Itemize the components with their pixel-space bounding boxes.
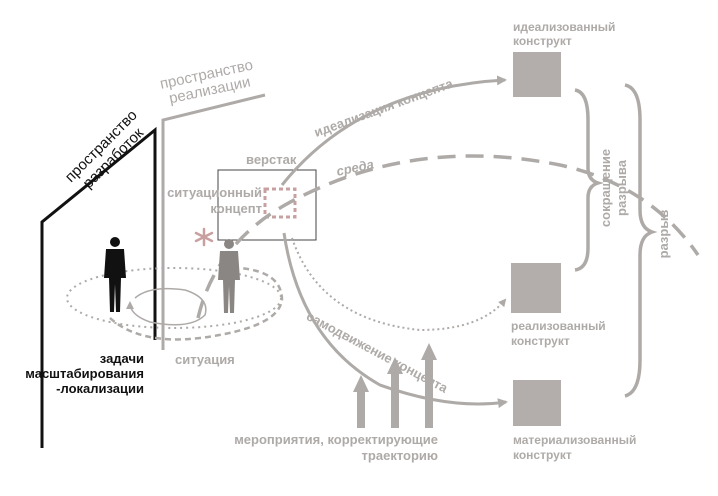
ideal-construct-label-1: идеализованный	[513, 20, 615, 34]
tasks-label-3: -локализации	[56, 381, 144, 396]
person-figure-icon	[104, 237, 126, 312]
idealization-arrow	[280, 75, 507, 186]
situational-concept-label-1: ситуационный	[167, 185, 262, 200]
measures-label-2: траекторию	[362, 448, 438, 463]
gap-reduction-brace	[574, 88, 605, 272]
tasks-label-2: масштабирования	[25, 366, 144, 381]
material-construct-label-2: конструкт	[513, 448, 572, 462]
realized-construct-box	[511, 263, 561, 313]
situational-concept-label-2: концепт	[210, 201, 262, 216]
realized-construct-label-1: реализованный	[511, 319, 606, 333]
person-figure-gray-icon	[218, 239, 240, 313]
asterisk-icon	[194, 227, 214, 247]
situation-label: ситуация	[175, 352, 235, 367]
self-motion-arrow	[282, 232, 508, 409]
situation-inner-loop	[126, 287, 207, 326]
impl-space-frame	[161, 93, 266, 350]
situation-dashed-ellipse	[109, 266, 284, 341]
ideal-construct-label-2: конструкт	[513, 34, 572, 48]
realized-construct-label-2: конструкт	[511, 334, 570, 348]
material-construct-label-1: материализованный	[513, 433, 636, 447]
environment-label: среда	[335, 156, 375, 179]
workbench-label: верстак	[246, 152, 297, 167]
realization-dotted-arrow	[291, 237, 507, 332]
dev-space-frame	[40, 126, 157, 448]
tasks-label-1: задачи	[100, 351, 144, 366]
measures-label-1: мероприятия, корректирующие	[234, 432, 438, 447]
gap-reduction-label-2: разрыва	[614, 159, 629, 216]
situation-dotted-ellipse	[66, 267, 282, 329]
situational-concept-marker	[263, 187, 297, 219]
gap-brace	[624, 83, 658, 398]
material-construct-box	[513, 380, 561, 426]
ideal-construct-box	[513, 52, 561, 97]
gap-reduction-label-1: сокращение	[598, 149, 613, 227]
environment-curve	[196, 154, 700, 319]
correction-arrows	[353, 343, 437, 428]
workbench-box	[217, 169, 317, 241]
idealization-label: идеализация концепта	[312, 75, 455, 139]
gap-label: разрыв	[656, 210, 671, 259]
